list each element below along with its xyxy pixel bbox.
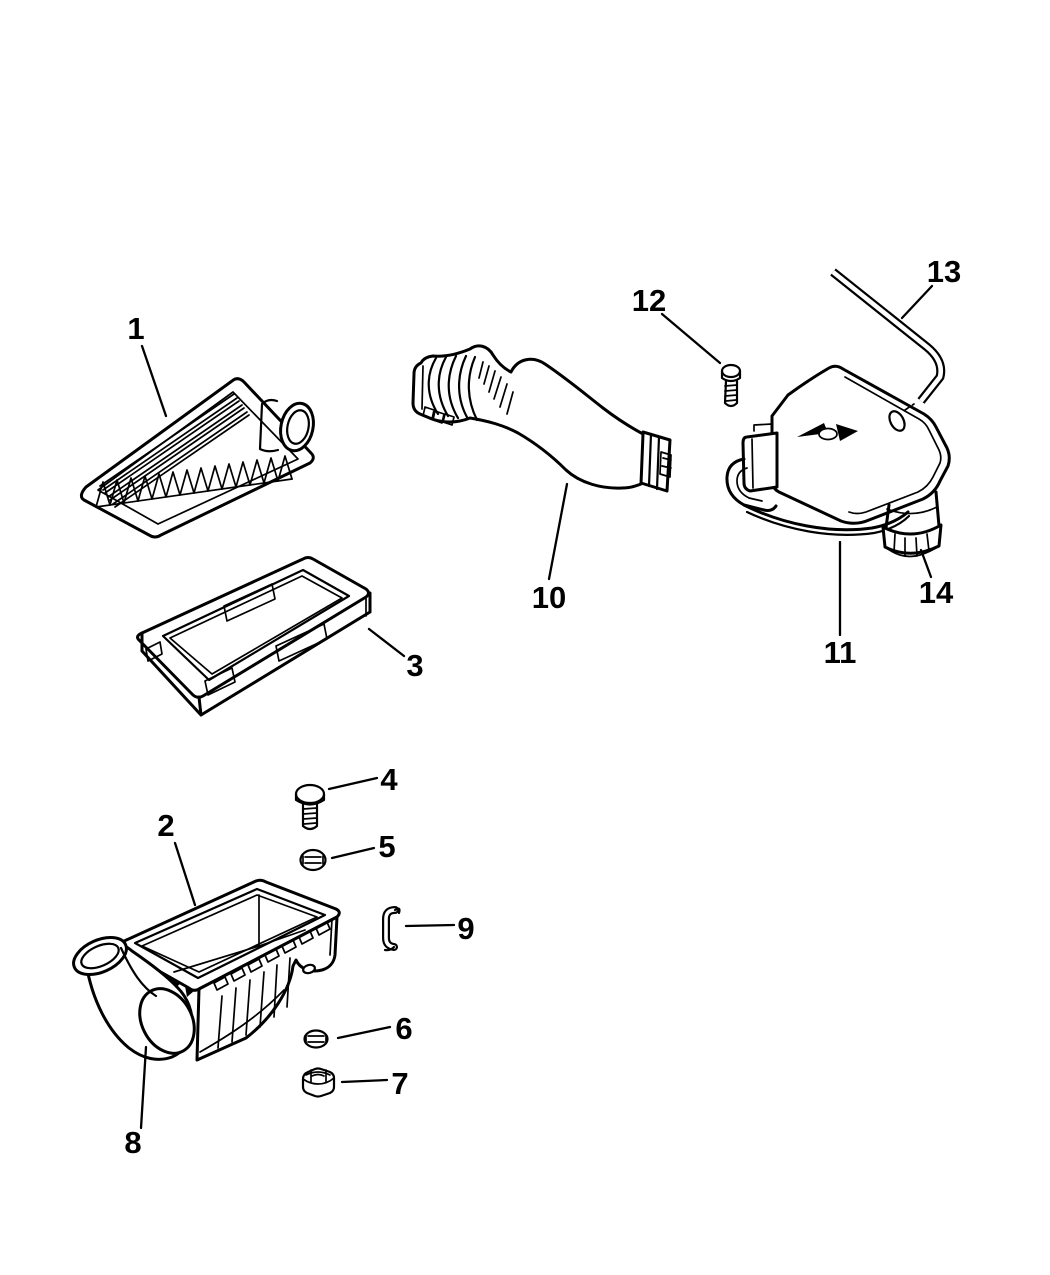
callout-leader-8	[139, 1045, 148, 1130]
part-5-grommet	[299, 848, 327, 872]
callout-leader-5	[330, 846, 376, 860]
part-14-clamp	[881, 523, 943, 558]
callout-leader-9	[404, 923, 456, 928]
callout-label-12: 12	[632, 283, 666, 318]
part-7-nut	[301, 1067, 336, 1098]
callout-label-14: 14	[919, 575, 954, 610]
callout-leader-4	[327, 776, 379, 791]
part-4-screw	[294, 783, 326, 831]
part-11-air-cleaner-housing	[725, 364, 951, 536]
part-12-screw	[720, 363, 742, 408]
callouts: 1 2 3 4 5 6 7 8 9 10 11 12 13 14	[124, 254, 961, 1160]
callout-leader-3	[367, 627, 406, 658]
callout-label-2: 2	[157, 808, 174, 843]
part-6-grommet	[303, 1029, 329, 1049]
callout-leader-6	[336, 1025, 392, 1040]
callout-label-6: 6	[395, 1011, 412, 1046]
part-10-intake-duct	[411, 344, 672, 493]
callout-label-10: 10	[532, 580, 566, 615]
callout-label-4: 4	[380, 762, 398, 797]
callout-leader-13	[900, 284, 934, 320]
callout-label-11: 11	[824, 635, 857, 670]
callout-leader-7	[340, 1078, 389, 1084]
callout-leader-14	[919, 548, 933, 579]
callout-label-13: 13	[927, 254, 961, 289]
part-1-air-cleaner-cover	[79, 377, 315, 539]
callout-leader-10	[547, 482, 569, 581]
callout-label-1: 1	[127, 311, 144, 346]
callout-leader-12	[660, 312, 722, 365]
part-9-clip	[382, 906, 401, 952]
callout-leader-2	[173, 841, 197, 907]
part-3-filter-element	[136, 556, 372, 717]
part-8-intake-snorkel	[72, 935, 196, 1061]
callout-label-5: 5	[378, 829, 395, 864]
callout-label-9: 9	[457, 911, 474, 946]
callout-leader-1	[140, 344, 168, 418]
callout-label-7: 7	[391, 1066, 408, 1101]
callout-label-8: 8	[124, 1125, 141, 1160]
part-2-air-cleaner-body	[116, 878, 341, 1062]
part-13-vent-tube	[830, 268, 946, 404]
callout-label-3: 3	[406, 648, 423, 683]
